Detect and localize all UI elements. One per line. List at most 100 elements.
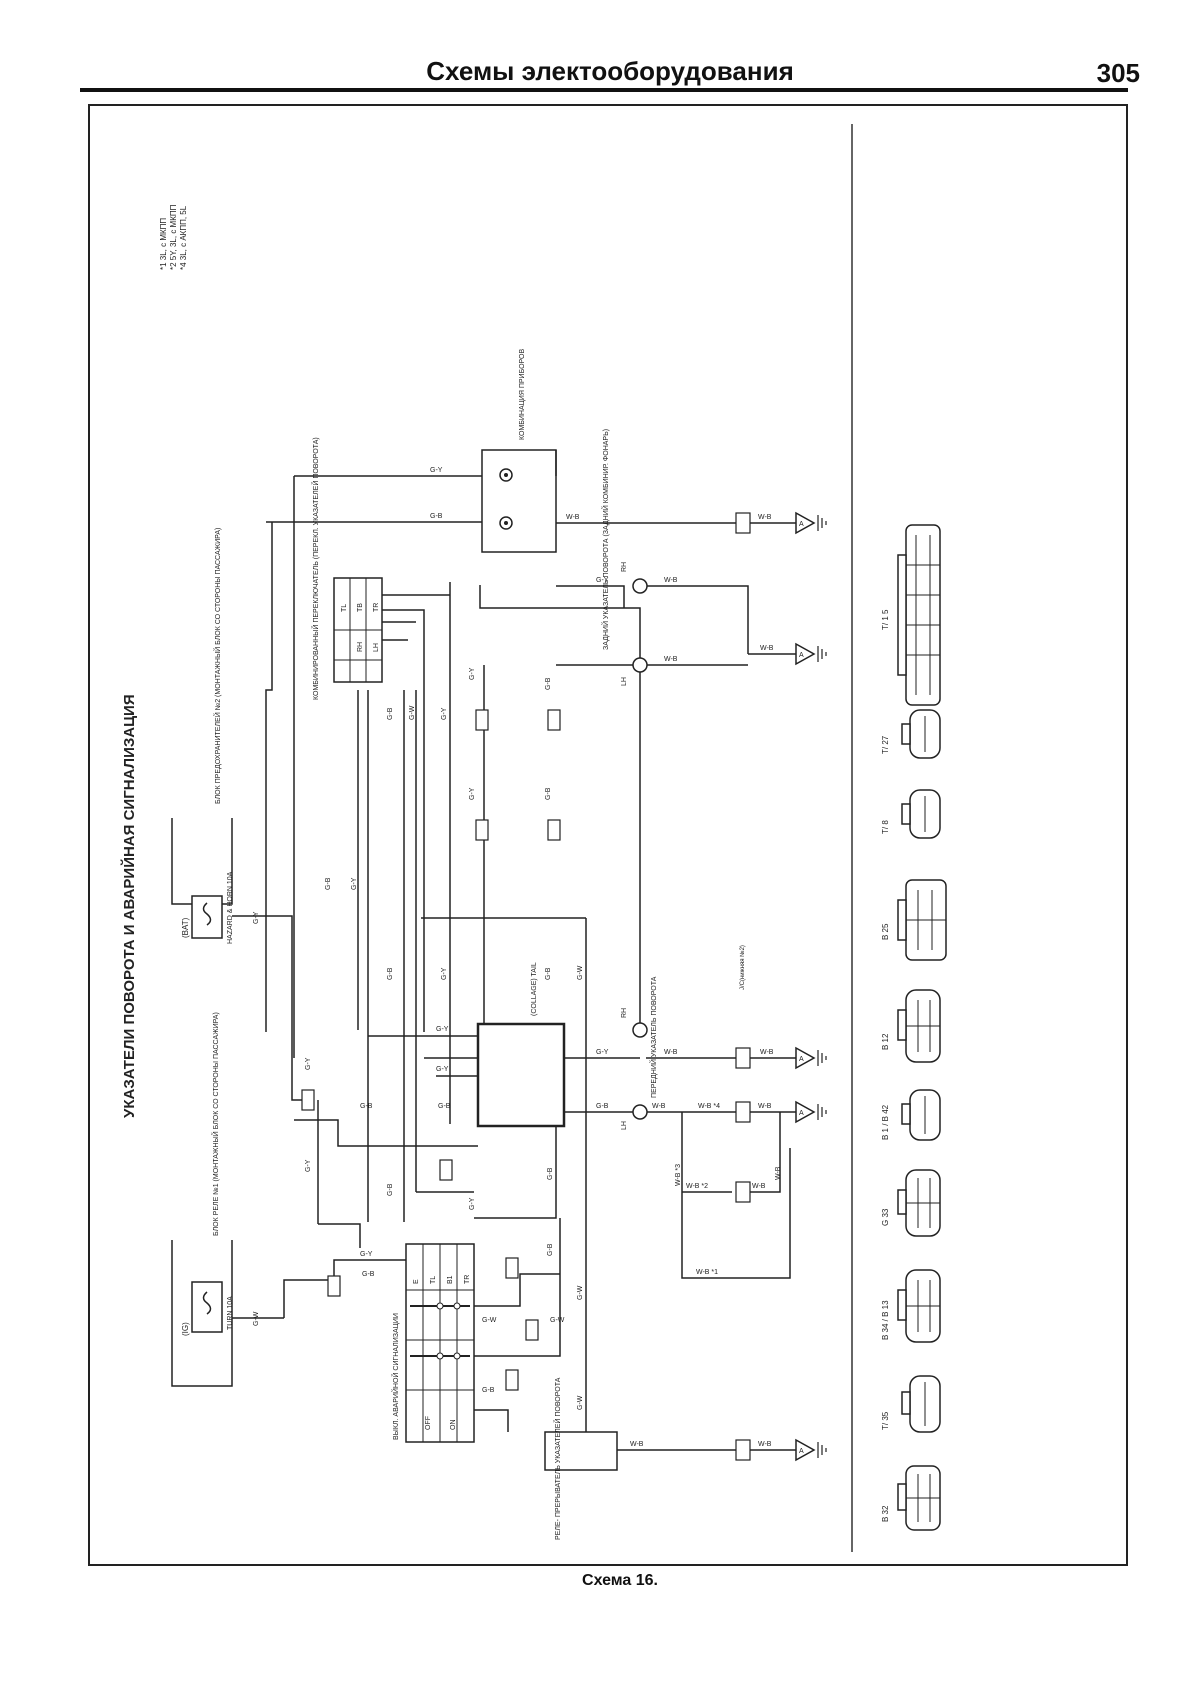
cluster-label: КОМБИНАЦИЯ ПРИБОРОВ [519,349,526,440]
hazard-row-on: ON [450,1420,457,1431]
ground-letter: A [799,521,804,528]
connector-faces [897,524,947,1531]
relay-block-1: (IG) TURN 10A БЛОК РЕЛЕ №1 (МОНТАЖНЫЙ БЛ… [171,1012,234,1387]
wire-code: G-Y [441,707,448,720]
front-turn-rh-lamp [632,1022,648,1038]
junction-label: (COLLAGE) TAIL [531,962,538,1016]
wire-code: G-B [438,1103,451,1110]
fuse-bat-terminal: (BAT) [181,917,190,938]
page-number: 305 [1096,58,1140,88]
hazard-col-b1: B1 [447,1275,454,1284]
wire-code: W-B *3 [675,1164,682,1186]
wire-code: W-B [566,514,580,521]
wire-code: G-W [409,705,416,720]
instrument-cluster: КОМБИНАЦИЯ ПРИБОРОВ [481,349,557,553]
wire-code: W-B [775,1166,782,1180]
lamps [632,578,648,1120]
diagram-caption: Схема 16. [582,1572,658,1589]
wire-code: W-B *1 [696,1269,718,1276]
connector-id: B 34 / B 13 [881,1300,890,1340]
flasher-relay: РЕЛЕ- ПРЕРЫВАТЕЛЬ УКАЗАТЕЛЕЙ ПОВОРОТА [544,1377,618,1540]
ground-letter: A [799,1056,804,1063]
hazard-col-tl: TL [430,1276,437,1284]
wire-code: W-B [758,1441,772,1448]
rear-turn-lh-lamp [632,657,648,673]
wires [232,450,796,1451]
connector-id: B 25 [881,923,890,940]
connector-face-ids: T/ 1 5 T/ 27 T/ 8 B 25 B 12 B 1 / B 42 G… [881,609,890,1522]
fuse-symbol [202,1291,212,1315]
wire-code: W-B [652,1103,666,1110]
wire-code: G-W [577,1285,584,1300]
connector-id: B 12 [881,1033,890,1050]
wire-code: G-B [387,967,394,980]
note-3: *4 3L, с АКПП, 5L [179,205,188,270]
wire-labels-horizontal: G-Y G-B W-B W-B G-Y W-B W-B W-B G-Y G-Y … [360,467,774,1448]
wire-code: W-B [752,1183,766,1190]
wire-code: G-B [482,1387,495,1394]
wire-code: G-Y [430,467,443,474]
wire-code: W-B [630,1441,644,1448]
front-turn-label: ПЕРЕДНИЙ УКАЗАТЕЛЬ ПОВОРОТА [649,976,658,1098]
wire-code: G-Y [469,667,476,680]
rear-lamp-rh-side: RH [621,562,628,572]
wire-code: G-Y [441,967,448,980]
wire-code: G-W [550,1317,565,1324]
wire-code: W-B [760,1049,774,1056]
header-rule [80,88,1128,92]
front-turn-lh-lamp [632,1104,648,1120]
fuse-ig-terminal: (IG) [181,1322,190,1336]
hazard-switch: E TL B1 TR OFF ON ВЫКЛ. АВАРИЙНОЙ СИГНАЛ… [391,1243,475,1443]
ground-letter: A [799,652,804,659]
connector-id: T/ 1 5 [881,609,890,630]
wire-code: G-B [547,1167,554,1180]
page-header-title: Схемы электооборудования [426,56,794,86]
hazard-col-e: E [413,1279,420,1284]
ground-symbols [795,511,827,1462]
wire-code: G-Y [360,1251,373,1258]
connector-id: G 33 [881,1208,890,1226]
wire-code: W-B *4 [698,1103,720,1110]
relay-block-1-label: БЛОК РЕЛЕ №1 (МОНТАЖНЫЙ БЛОК СО СТОРОНЫ … [211,1012,220,1236]
wire-code: G-Y [351,877,358,890]
wire-code: G-W [577,965,584,980]
combo-switch: TL TB TR RH LH КОМБИНИРОВАННЫЙ ПЕРЕКЛЮЧА… [311,437,383,700]
wire-code: W-B [760,645,774,652]
fuse-turn-label: TURN 10A [227,1296,234,1330]
wire-connectors [301,512,751,1461]
wire-code: G-Y [305,1057,312,1070]
wire-code: G-Y [436,1026,449,1033]
wire-code: W-B [758,514,772,521]
rear-turn-rh-lamp [632,578,648,594]
wire-code: G-W [253,1311,260,1326]
wire-code: G-Y [469,1197,476,1210]
connector-id: T/ 8 [881,820,890,834]
wire-code: G-B [545,787,552,800]
ground-letters: A A A A A [799,521,804,1455]
combo-pos-tr: TR [373,603,380,612]
wire-code: G-Y [253,911,260,924]
hazard-switch-label: ВЫКЛ. АВАРИЙНОЙ СИГНАЛИЗАЦИИ [391,1313,400,1440]
combo-pos-rh: RH [357,642,364,652]
rear-turn-label: ЗАДНИЙ УКАЗАТЕЛЬ ПОВОРОТА (ЗАДНИЙ КОМБИН… [601,429,610,650]
fuse-block-2: (BAT) HAZARD & HORN 10A БЛОК ПРЕДОХРАНИТ… [171,528,234,944]
wire-code: W-B [664,1049,678,1056]
note-1: *1 3L, c МКПП [159,218,168,270]
rear-lamp-lh-side: LH [621,677,628,686]
wire-code: G-B [545,967,552,980]
ground-letter: A [799,1448,804,1455]
junction-connector-note: J/C(нижняя №2) [739,945,746,990]
wire-code: G-Y [305,1159,312,1172]
connector-id: T/ 27 [881,735,890,754]
hazard-col-tr: TR [464,1275,471,1284]
hazard-row-off: OFF [425,1416,432,1430]
fuse-block-2-label: БЛОК ПРЕДОХРАНИТЕЛЕЙ №2 (МОНТАЖНЫЙ БЛОК … [213,528,222,804]
combo-pos-tl: TL [341,604,348,612]
connector-id: B 32 [881,1505,890,1522]
wire-code: G-B [596,1103,609,1110]
front-lamp-rh-side: RH [621,1008,628,1018]
wire-code: G-B [547,1243,554,1256]
wire-code: G-W [482,1317,497,1324]
note-2: *2 5Y, 3L, с МКПП [169,204,178,270]
